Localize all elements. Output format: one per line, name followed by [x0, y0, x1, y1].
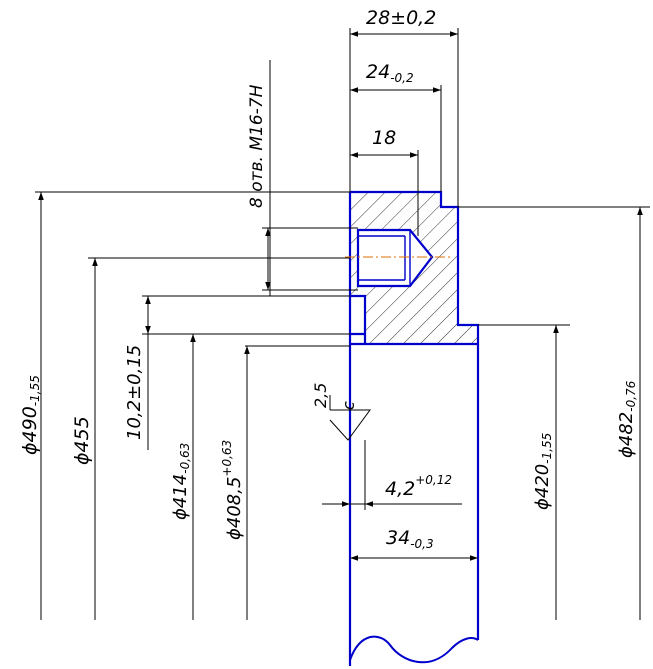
part-bore-step: [350, 294, 367, 344]
label-d490: ϕ490-1,55: [19, 375, 42, 455]
label-w42: 4,2+0,12: [385, 473, 452, 500]
break-line: [349, 635, 479, 664]
roughness-symbol: 2,5 с: [311, 383, 371, 441]
label-w24: 24-0,2: [366, 61, 414, 85]
dimension-lines: [38, 31, 643, 620]
label-d420: ϕ420-1,55: [532, 433, 554, 510]
label-d414: ϕ414-0,63: [170, 443, 192, 520]
threaded-hole: [356, 228, 434, 288]
part-outline: [350, 190, 480, 346]
part-section: [345, 190, 480, 666]
label-h10: 10,2±0,15: [124, 345, 145, 440]
extension-lines: [35, 28, 650, 505]
label-thread-note: 8 отв. M16-7H: [247, 84, 267, 208]
dimension-labels: ϕ490-1,55 ϕ455 10,2±0,15 ϕ414-0,63 ϕ408,…: [19, 7, 638, 551]
label-w34: 34-0,3: [386, 527, 434, 551]
label-w18: 18: [372, 127, 396, 149]
roughness-letter: с: [339, 401, 358, 410]
roughness-value: 2,5: [311, 383, 330, 408]
label-w28: 28±0,2: [366, 7, 436, 29]
label-d482: ϕ482-0,76: [616, 380, 638, 458]
label-d455: ϕ455: [71, 416, 93, 465]
label-d408: ϕ408,5+0,63: [220, 440, 245, 540]
